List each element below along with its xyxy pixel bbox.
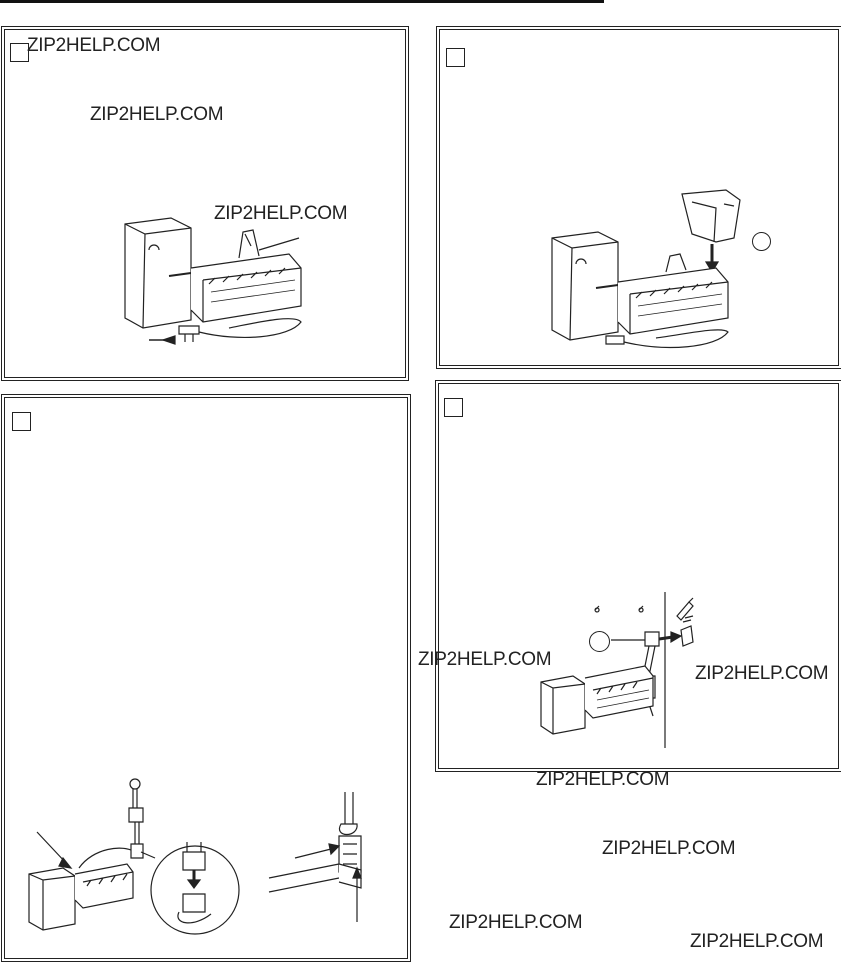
panel-step-remove-icemaker (4, 29, 406, 378)
step-checkbox (12, 412, 31, 431)
icemaker-cover-illustration (546, 186, 746, 346)
watermark-text: ZIP2HELP.COM (602, 838, 736, 859)
watermark-text: ZIP2HELP.COM (690, 931, 824, 952)
panel-step-connect-harness (4, 397, 408, 959)
watermark-text: ZIP2HELP.COM (418, 649, 552, 670)
harness-connection-illustration (23, 778, 395, 940)
watermark-text: ZIP2HELP.COM (449, 912, 583, 933)
panel-step-mount-icemaker (438, 383, 839, 769)
step-checkbox (444, 398, 463, 417)
icemaker-illustration (119, 210, 319, 335)
mounting-illustration (535, 592, 705, 752)
watermark-text: ZIP2HELP.COM (90, 104, 224, 125)
step-checkbox (10, 43, 29, 62)
top-rule (0, 0, 604, 3)
watermark-text: ZIP2HELP.COM (214, 203, 348, 224)
watermark-text: ZIP2HELP.COM (695, 663, 829, 684)
callout-circle (752, 232, 771, 251)
step-checkbox (446, 48, 465, 67)
watermark-text: ZIP2HELP.COM (27, 35, 161, 56)
callout-circle (589, 631, 610, 652)
watermark-text: ZIP2HELP.COM (536, 769, 670, 790)
panel-step-install-cover (439, 29, 839, 366)
